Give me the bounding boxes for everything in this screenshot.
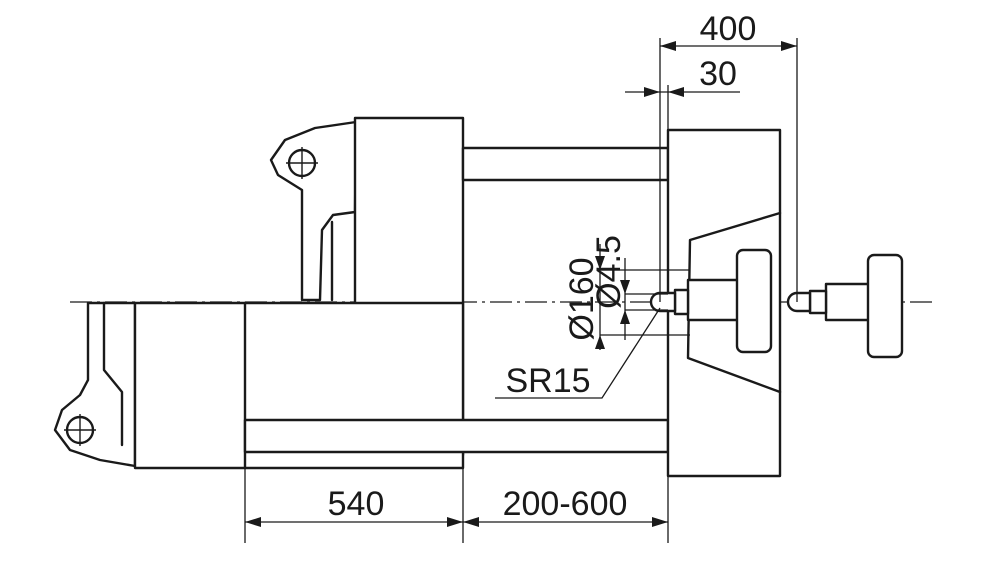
upper-tie-bar [461, 146, 670, 182]
lower-tie-bar [243, 418, 670, 454]
dim-200-600-arrow-left [463, 517, 479, 527]
dim-30-label: 30 [699, 55, 737, 93]
upper-bracket [269, 120, 358, 302]
sr15-label: SR15 [505, 362, 590, 400]
dim-30-arrow-left [644, 87, 660, 97]
nozzle-outside-tip [786, 291, 812, 313]
nozzle-outside-handle [866, 253, 904, 359]
lower-bracket-slot [102, 301, 124, 447]
sr15-leader [495, 307, 661, 399]
dia-4-5-arrow-bottom [620, 310, 630, 324]
nozzle-outside-barrel [824, 282, 874, 322]
dia-160-label: Ø160 [563, 257, 601, 340]
dim-30-arrow-right [668, 87, 684, 97]
dia-4-5-label: Ø4.5 [590, 235, 628, 309]
dim-540-arrow-right [447, 517, 463, 527]
dim-200-600-arrow-right [652, 517, 668, 527]
dim-540-arrow-left [245, 517, 261, 527]
nozzle-outside-shank [808, 289, 828, 315]
nozzle-barrel [686, 278, 742, 322]
dim-540-label: 540 [328, 485, 385, 523]
dia-160-arrow-bottom [595, 335, 605, 349]
nozzle-tip-sr15 [649, 291, 677, 313]
nozzle-shank [673, 288, 690, 316]
dim-400-label: 400 [700, 10, 757, 48]
dia-160-arrow-top [595, 256, 605, 270]
dim-400-arrow-right [781, 41, 797, 51]
dia-4-5-arrow-top [620, 280, 630, 294]
dim-200-600-label: 200-600 [503, 485, 628, 523]
dim-400-arrow-left [660, 41, 676, 51]
nozzle-handle [735, 248, 773, 354]
